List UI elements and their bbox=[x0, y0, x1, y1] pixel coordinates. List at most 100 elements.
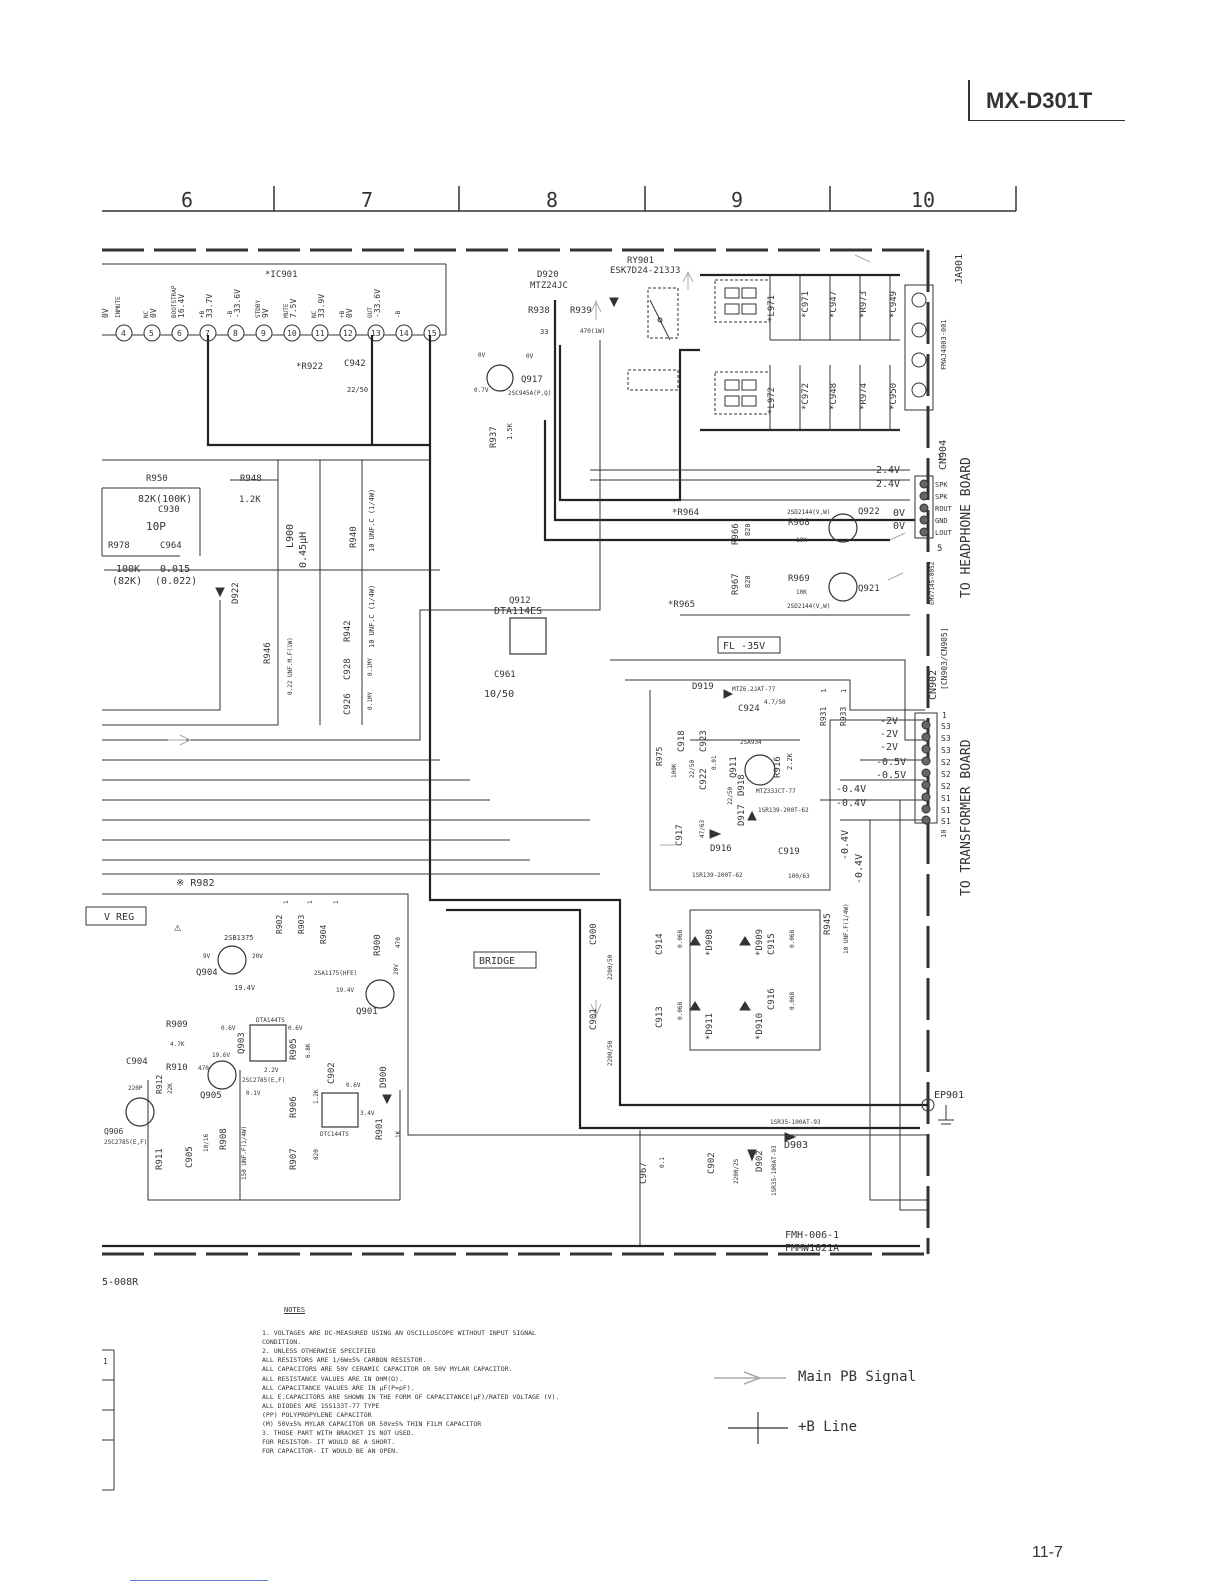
c917-label: C917 bbox=[675, 824, 685, 846]
board-id-2: FMMW1021A bbox=[785, 1243, 839, 1254]
d917-part: 1SR139-200T-62 bbox=[758, 807, 809, 814]
ic901-pin-function: -B bbox=[395, 310, 402, 318]
note-line: ALL DIODES ARE 1SS133T-77 TYPE bbox=[262, 1401, 380, 1410]
c916-label: C916 bbox=[767, 988, 777, 1010]
note-line: 2. UNLESS OTHERWISE SPECIFIED bbox=[262, 1347, 376, 1356]
r905-value: 6.8K bbox=[305, 1043, 312, 1058]
c964-label: C964 bbox=[160, 541, 182, 551]
c924-label: C924 bbox=[738, 704, 760, 714]
c930-value: 10P bbox=[146, 520, 166, 533]
ic901-pin-number: 12 bbox=[343, 329, 353, 338]
d916-label: D916 bbox=[710, 844, 732, 854]
r946-value: 0.22 UNF.M.F(1W) bbox=[287, 637, 294, 695]
notes-section: NOTES 1. VOLTAGES ARE DC-MEASURED USING … bbox=[262, 1306, 559, 1456]
r902-label: R902 bbox=[275, 915, 284, 934]
q903-part: DTA144TS bbox=[256, 1017, 285, 1024]
r966-value: 820 bbox=[744, 523, 752, 536]
bridge-label: BRIDGE bbox=[479, 956, 515, 967]
voltage-m04a: -0.4V bbox=[836, 784, 866, 795]
r907-value: 820 bbox=[313, 1149, 320, 1160]
q903-label: Q903 bbox=[237, 1032, 247, 1054]
r973-label: *R973 bbox=[859, 291, 869, 318]
cn902-pin-2: S3 bbox=[941, 722, 951, 731]
c926-value: 0.1MY bbox=[367, 692, 374, 710]
ic901-pin-function: INMUTE bbox=[115, 296, 122, 318]
notes-title: NOTES bbox=[284, 1306, 306, 1314]
q904-base-v: 9V bbox=[203, 953, 211, 960]
ic901-pin bbox=[423, 324, 441, 342]
column-label-6: 6 bbox=[181, 188, 193, 212]
q906-part: 2SC2785(E,F) bbox=[104, 1139, 147, 1146]
r910-label: R910 bbox=[166, 1063, 188, 1073]
ic901-pin bbox=[311, 324, 329, 342]
d908-label: *D908 bbox=[705, 929, 715, 956]
q922-label: Q922 bbox=[858, 507, 880, 517]
c904-label: C904 bbox=[126, 1057, 148, 1067]
warning-symbol: ⚠ bbox=[174, 920, 182, 934]
r945-label: R945 bbox=[823, 913, 833, 935]
r909-value: 4.7K bbox=[170, 1041, 185, 1048]
r910-value: 470 bbox=[198, 1065, 209, 1072]
r982-label: ※ R982 bbox=[176, 878, 214, 889]
c967-label: C967 bbox=[639, 1162, 649, 1184]
c915-label: C915 bbox=[767, 933, 777, 955]
c928-value: 0.1MY bbox=[367, 658, 374, 676]
note-line: (PP) POLYPROPYLENE CAPACITOR bbox=[262, 1410, 372, 1419]
note-line: ALL CAPACITORS ARE 50V CERAMIC CAPACITOR… bbox=[262, 1365, 513, 1374]
cn902-pin-first: 1 bbox=[942, 711, 947, 720]
legend-signal-label: Main PB Signal bbox=[798, 1369, 917, 1385]
ep901-ground bbox=[921, 1098, 954, 1125]
note-line: ALL CAPACITANCE VALUES ARE IN µF(P=pF). bbox=[262, 1383, 415, 1392]
headphone-board-target: TO HEADPHONE BOARD bbox=[959, 457, 974, 598]
voltage-m2c: -2V bbox=[880, 742, 898, 753]
r966-label: R966 bbox=[731, 523, 741, 545]
r975-value: 100K bbox=[671, 763, 678, 778]
r950-value: 82K(100K) bbox=[138, 494, 192, 505]
left-bracket bbox=[102, 1349, 115, 1491]
c919-label: C919 bbox=[778, 847, 800, 857]
c923-value: 0.01 bbox=[711, 755, 718, 770]
q905-emitter-v: 0.1V bbox=[246, 1090, 261, 1097]
cn904-pin-5: LOUT bbox=[935, 529, 953, 537]
bridge-box bbox=[473, 951, 537, 969]
c902-value: 2200/25 bbox=[733, 1158, 740, 1184]
r931-value: 1 bbox=[820, 689, 828, 693]
signal-wires bbox=[101, 340, 928, 1246]
q921-label: Q921 bbox=[858, 584, 880, 594]
d903-part: 1SR35-100AT-93 bbox=[770, 1119, 821, 1126]
c902-label: C902 bbox=[707, 1152, 717, 1174]
c964-alt: (0.022) bbox=[155, 576, 197, 587]
r902-value: 1 bbox=[283, 900, 290, 904]
voltage-m2a: -2V bbox=[880, 716, 898, 727]
q903-v-a: 0.6V bbox=[221, 1025, 236, 1032]
cn904-pin-last: 5 bbox=[937, 544, 942, 554]
ic901-pin-voltage: -33.6V bbox=[373, 289, 382, 318]
r908-value: 150 UNF.F(1/4W) bbox=[241, 1126, 248, 1180]
relay-label: RY901 bbox=[627, 256, 654, 266]
ic901-pin bbox=[395, 324, 413, 342]
c942-label: C942 bbox=[344, 359, 366, 369]
voltage-2-4b: 2.4V bbox=[876, 479, 900, 490]
r942-label: R942 bbox=[343, 620, 353, 642]
ic901-pin-number: 7 bbox=[205, 329, 210, 338]
c905-label: C905 bbox=[185, 1146, 195, 1168]
c961-value: 10/50 bbox=[484, 689, 514, 700]
d917-label: D917 bbox=[737, 804, 747, 826]
board-id-1: FMH-006-1 bbox=[785, 1230, 839, 1241]
relay-part: ESK7D24-213J3 bbox=[610, 266, 680, 276]
q904-collector-v: 20V bbox=[252, 953, 263, 960]
voltage-m04d: -0.4V bbox=[854, 854, 865, 884]
ic901-pin-number: 11 bbox=[315, 329, 325, 338]
c900-label: C900 bbox=[589, 923, 599, 945]
r912-value: 22K bbox=[167, 1083, 174, 1094]
r908-label: R908 bbox=[219, 1128, 229, 1150]
r907-label: R907 bbox=[289, 1148, 299, 1170]
d918-label: D918 bbox=[737, 774, 747, 796]
ic901-pin-voltage: 0V bbox=[101, 308, 110, 318]
c915-value: 0.068 bbox=[789, 930, 796, 948]
voltage-2-4a: 2.4V bbox=[876, 465, 900, 476]
q922-part: 2SD2144(V,W) bbox=[787, 509, 830, 516]
ic901-pin-voltage: 0V bbox=[345, 308, 354, 318]
r909-label: R909 bbox=[166, 1020, 188, 1030]
r937-label: R937 bbox=[489, 426, 499, 448]
